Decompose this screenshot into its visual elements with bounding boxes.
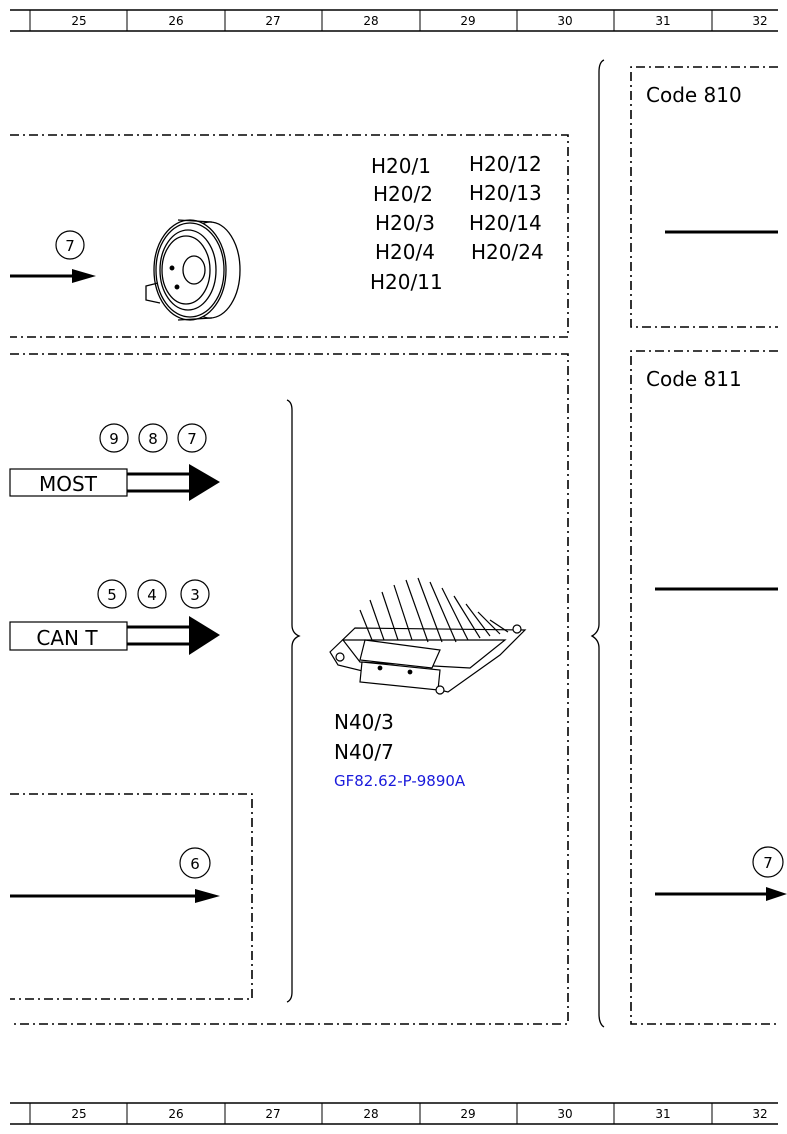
component-h20-2[interactable]: H20/2 <box>373 182 433 206</box>
control-unit-n40-7[interactable]: N40/7 <box>334 740 394 764</box>
ruler-col-29: 29 <box>460 14 475 28</box>
ruler-col-27: 27 <box>265 1107 280 1121</box>
ruler-col-28: 28 <box>363 1107 378 1121</box>
ref-number: 9 <box>109 430 119 448</box>
ref-circle-5[interactable] <box>97 579 127 609</box>
ref-circle-7[interactable] <box>752 846 784 878</box>
horn-speaker-icon <box>145 219 241 321</box>
ref-number: 5 <box>107 586 117 604</box>
right-brace <box>590 59 605 1028</box>
component-h20-12[interactable]: H20/12 <box>469 152 542 176</box>
ref-number: 7 <box>187 430 197 448</box>
horn-group-box: 7 H20/1 H20/2 H20/3 H20/4 H20/11 H20/12 … <box>10 134 569 338</box>
control-unit-icon <box>329 577 527 695</box>
component-h20-13[interactable]: H20/13 <box>469 181 542 205</box>
can-bus-label: CAN T <box>36 626 98 650</box>
most-bus-label: MOST <box>39 472 98 496</box>
ruler-col-25: 25 <box>71 14 86 28</box>
ruler-col-29: 29 <box>460 1107 475 1121</box>
component-h20-24[interactable]: H20/24 <box>471 240 544 264</box>
ref-number: 7 <box>65 237 75 255</box>
component-h20-3[interactable]: H20/3 <box>375 211 435 235</box>
component-h20-14[interactable]: H20/14 <box>469 211 542 235</box>
ref-number: 6 <box>190 855 200 873</box>
ruler-col-26: 26 <box>168 14 183 28</box>
most-bus-arrow-head <box>189 464 220 501</box>
ref-circle-7[interactable] <box>55 230 85 260</box>
ref-circle-8[interactable] <box>138 423 168 453</box>
code-810-box: Code 810 <box>630 66 778 328</box>
ref-number: 4 <box>147 586 157 604</box>
horn-arrow-head <box>72 269 96 283</box>
control-unit-box: 9 8 7 MOST 5 4 3 CAN T 6 <box>9 353 569 1025</box>
code-810-label[interactable]: Code 810 <box>646 83 742 107</box>
control-unit-n40-3[interactable]: N40/3 <box>334 710 394 734</box>
ruler-col-27: 27 <box>265 14 280 28</box>
ref-circle-4[interactable] <box>137 579 167 609</box>
ruler-col-26: 26 <box>168 1107 183 1121</box>
can-bus-label-box <box>9 621 128 651</box>
ruler-col-31: 31 <box>655 14 670 28</box>
ruler-col-30: 30 <box>557 14 572 28</box>
ruler-col-30: 30 <box>557 1107 572 1121</box>
ruler-col-32: 32 <box>752 1107 767 1121</box>
code-811-label[interactable]: Code 811 <box>646 367 742 391</box>
component-h20-4[interactable]: H20/4 <box>375 240 435 264</box>
top-ruler: 25 26 27 28 29 30 31 32 <box>10 9 778 32</box>
code-811-arrow-head <box>766 887 787 901</box>
lower-arrow-head <box>195 889 220 903</box>
ref-circle-6[interactable] <box>179 847 211 879</box>
ref-number: 3 <box>190 586 200 604</box>
ref-number: 7 <box>763 854 773 872</box>
bottom-ruler: 25 26 27 28 29 30 31 32 <box>10 1102 778 1125</box>
component-h20-1[interactable]: H20/1 <box>371 154 431 178</box>
ruler-col-25: 25 <box>71 1107 86 1121</box>
document-link[interactable]: GF82.62-P-9890A <box>334 772 466 790</box>
can-bus-arrow-head <box>189 616 220 655</box>
ref-circle-9[interactable] <box>99 423 129 453</box>
ref-circle-3[interactable] <box>180 579 210 609</box>
ref-circle-7[interactable] <box>177 423 207 453</box>
component-h20-11[interactable]: H20/11 <box>370 270 443 294</box>
ref-number: 8 <box>148 430 158 448</box>
code-811-box: Code 811 7 <box>630 350 787 1025</box>
ruler-col-31: 31 <box>655 1107 670 1121</box>
ruler-col-32: 32 <box>752 14 767 28</box>
inner-box <box>10 793 253 1000</box>
brace <box>286 399 301 1003</box>
most-bus-label-box <box>9 468 128 497</box>
ruler-col-28: 28 <box>363 14 378 28</box>
